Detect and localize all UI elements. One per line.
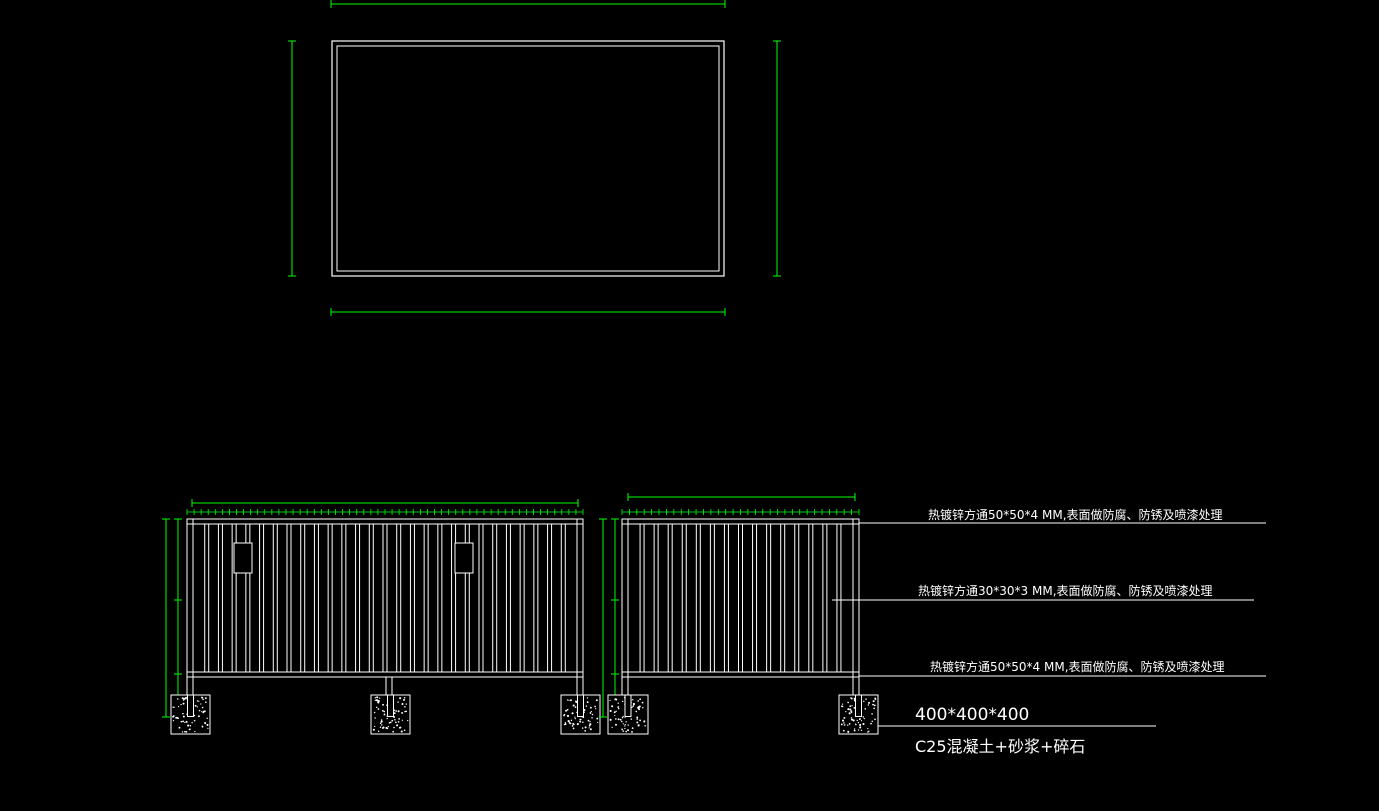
annotation-leaders: [832, 522, 1266, 727]
post: [621, 518, 629, 718]
elevation-left-height-dimension: [162, 518, 182, 718]
plan-dimension-bottom: [330, 308, 726, 316]
vertical-bar: [409, 523, 415, 673]
vertical-bar: [327, 523, 333, 673]
elevation-left-vertical-bars: [204, 523, 566, 673]
vertical-bar: [451, 523, 457, 673]
elevation-left-bottom-rail: [186, 671, 584, 678]
elevation-left-top-rail: [186, 518, 584, 525]
vertical-bar: [368, 523, 374, 673]
concrete-footing: [607, 694, 649, 735]
annotation-footing-size: 400*400*400: [915, 705, 1029, 725]
elevation-right-footings: [607, 694, 879, 735]
vertical-bar: [313, 523, 319, 673]
vertical-bar: [738, 523, 743, 673]
vertical-bar: [423, 523, 429, 673]
vertical-bar: [653, 523, 659, 673]
vertical-bar: [204, 523, 210, 673]
vertical-bar: [505, 523, 511, 673]
vertical-bar: [300, 523, 306, 673]
elevation-left-footings: [170, 694, 601, 735]
vertical-bar: [723, 523, 729, 673]
vertical-bar: [667, 523, 673, 673]
vertical-bar: [752, 523, 758, 673]
plan-inner-frame: [336, 45, 720, 272]
vertical-bar: [836, 523, 842, 673]
annotation-bottom-rail: 热镀锌方通50*50*4 MM,表面做防腐、防锈及喷漆处理: [930, 659, 1225, 674]
vertical-bar: [533, 523, 539, 673]
post: [186, 518, 194, 718]
vertical-bar: [245, 523, 251, 673]
vertical-bar: [478, 523, 484, 673]
vertical-bar: [231, 523, 237, 673]
vertical-bar: [272, 523, 278, 673]
plan-outer-frame: [331, 40, 725, 277]
vertical-bar: [492, 523, 498, 673]
concrete-footing: [560, 694, 601, 735]
vertical-bar: [547, 523, 553, 673]
elevation-left-width-dimension: [191, 499, 579, 507]
elevation-left-sign-plates: [233, 542, 474, 574]
vertical-bar: [341, 523, 347, 673]
vertical-bar: [794, 523, 800, 673]
concrete-footing: [838, 694, 879, 735]
vertical-bar: [780, 523, 786, 673]
elevation-right-width-dimension: [627, 493, 856, 501]
plan-dimension-top: [330, 0, 726, 8]
annotation-footing-material: C25混凝土+砂浆+碎石: [915, 737, 1085, 756]
vertical-bar: [396, 523, 402, 673]
vertical-bar: [355, 523, 361, 673]
post: [852, 518, 860, 718]
elevation-right: [599, 493, 879, 735]
elevation-right-vertical-bars: [639, 523, 842, 673]
vertical-bar: [639, 523, 645, 673]
annotation-vertical-bars: 热镀锌方通30*30*3 MM,表面做防腐、防锈及喷漆处理: [918, 583, 1213, 598]
elevation-left: [162, 499, 601, 735]
concrete-footing: [170, 694, 211, 735]
vertical-bar: [286, 523, 292, 673]
vertical-bar: [695, 523, 701, 673]
elevation-right-bottom-rail: [621, 671, 860, 678]
elevation-right-height-dimension: [599, 518, 619, 718]
plan-dimension-left: [288, 40, 296, 277]
vertical-bar: [437, 523, 443, 673]
vertical-bar: [519, 523, 525, 673]
concrete-footing: [370, 694, 411, 735]
vertical-bar: [709, 523, 715, 673]
vertical-bar: [259, 523, 265, 673]
vertical-bar: [822, 523, 828, 673]
vertical-bar: [382, 523, 388, 673]
vertical-bar: [681, 523, 687, 673]
vertical-bar: [217, 523, 223, 673]
elevation-left-bar-spacing-dimension: [186, 509, 584, 515]
annotation-top-rail: 热镀锌方通50*50*4 MM,表面做防腐、防锈及喷漆处理: [928, 507, 1223, 522]
plan-dimension-right: [773, 40, 781, 277]
elevation-right-top-rail: [621, 518, 860, 525]
vertical-bar: [464, 523, 470, 673]
post: [576, 518, 584, 718]
plan-view: [288, 0, 781, 316]
elevation-right-bar-spacing-dimension: [621, 509, 860, 515]
vertical-bar: [808, 523, 814, 673]
elevation-right-posts: [621, 518, 860, 718]
sign-plate: [454, 542, 474, 574]
vertical-bar: [560, 523, 566, 673]
vertical-bar: [766, 523, 772, 673]
sign-plate: [233, 542, 253, 574]
